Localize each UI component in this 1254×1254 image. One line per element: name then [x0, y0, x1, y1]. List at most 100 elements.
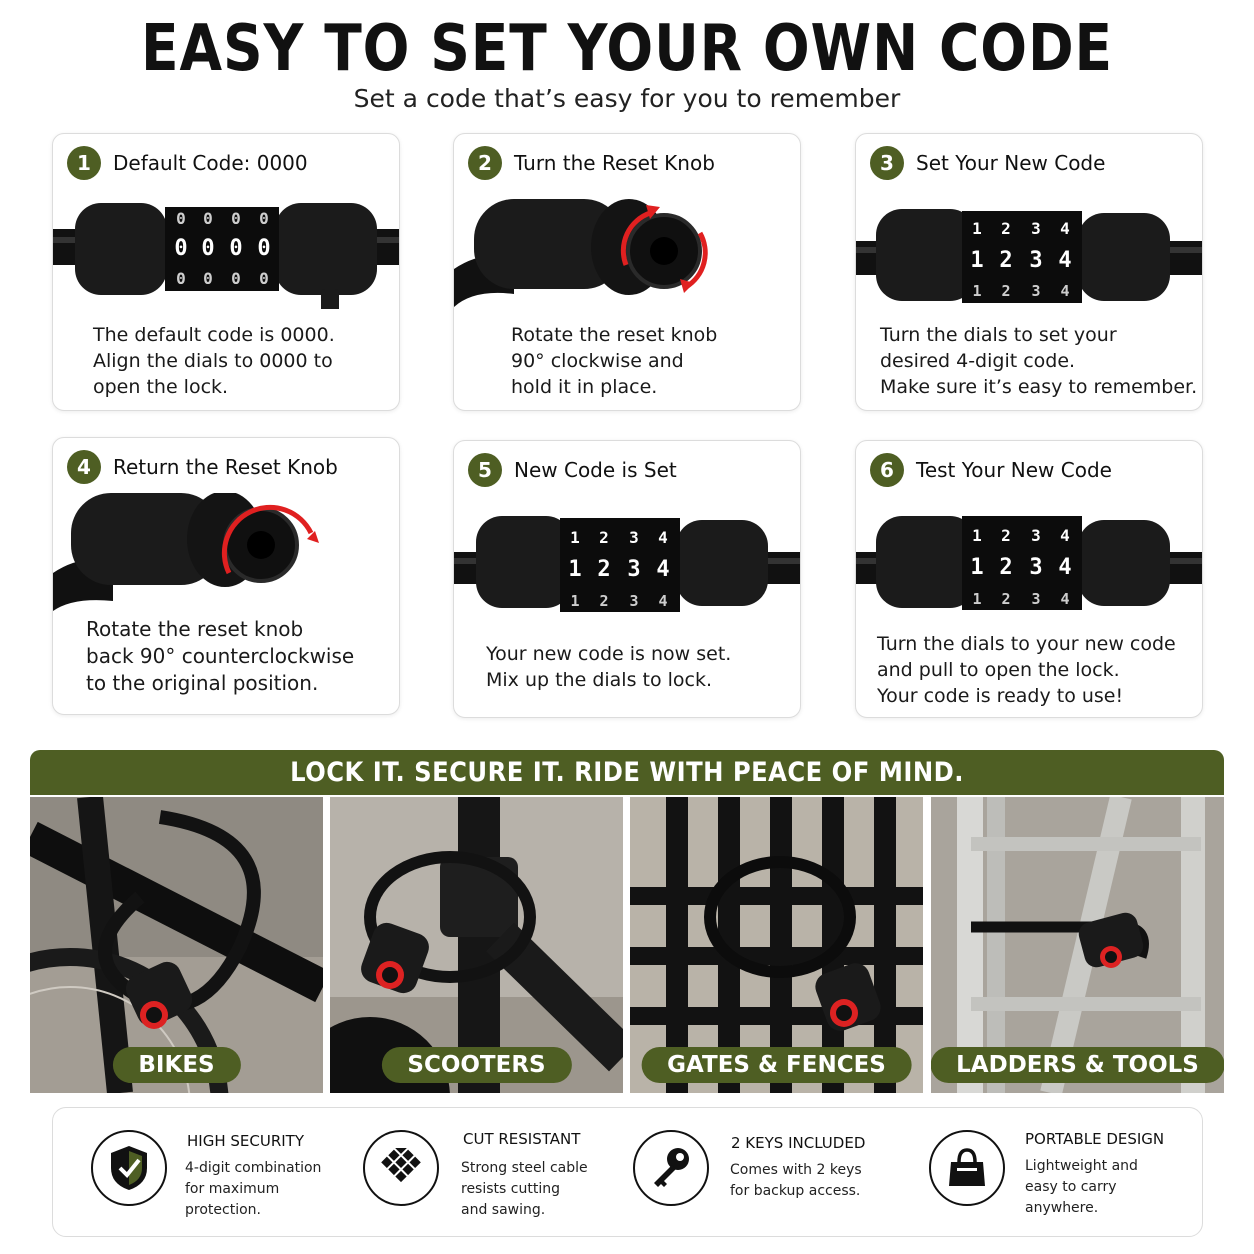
- step-description: Turn the dials to set your desired 4-dig…: [880, 324, 1198, 398]
- dial-digit: 3: [1029, 248, 1042, 273]
- step-number-badge: 4: [67, 450, 101, 484]
- step-card-3: 3 Set Your New Code 1 2 3 4 1 2 3 4 1 2 …: [855, 133, 1203, 411]
- step-description: Rotate the reset knob 90° clockwise and …: [511, 324, 718, 398]
- use-photo-ladders: LADDERS & TOOLS: [931, 797, 1224, 1093]
- dial-digit: 2: [999, 248, 1012, 273]
- dial-digit: 0: [257, 236, 270, 261]
- gate-lock-photo: [630, 797, 923, 1093]
- feature-cut-resistant: CUT RESISTANT Strong steel cable resists…: [363, 1108, 623, 1238]
- dial-digit: 4: [658, 528, 668, 547]
- feature-portable-design: PORTABLE DESIGN Lightweight and easy to …: [929, 1108, 1189, 1238]
- step-card-4: 4 Return the Reset Knob Rotate the reset…: [52, 437, 400, 715]
- feature-title: PORTABLE DESIGN: [1025, 1130, 1165, 1148]
- step-number-badge: 1: [67, 146, 101, 180]
- dial-digit: 1: [568, 557, 581, 582]
- dial-digit: 3: [629, 592, 638, 610]
- dial-digit: 1: [972, 590, 981, 608]
- step-number-badge: 2: [468, 146, 502, 180]
- feature-title: CUT RESISTANT: [463, 1130, 581, 1148]
- step-header: 3 Set Your New Code: [870, 146, 1105, 180]
- dial-digit: 3: [1031, 590, 1040, 608]
- step-header: 2 Turn the Reset Knob: [468, 146, 715, 180]
- step-header: 4 Return the Reset Knob: [67, 450, 338, 484]
- step-number-badge: 5: [468, 453, 502, 487]
- step-description: Rotate the reset knob back 90° countercl…: [86, 617, 355, 695]
- dial-digit: 2: [1001, 590, 1010, 608]
- dial-digit: 2: [1001, 282, 1010, 300]
- step-number-badge: 3: [870, 146, 904, 180]
- features-strip: HIGH SECURITY 4-digit combination for ma…: [52, 1107, 1203, 1237]
- step-description: The default code is 0000. Align the dial…: [93, 324, 335, 398]
- dial-digit: 4: [658, 592, 667, 610]
- dial-digit: 3: [1031, 219, 1041, 238]
- use-photo-scooters: SCOOTERS: [330, 797, 623, 1093]
- step-title: Set Your New Code: [916, 151, 1106, 175]
- combination-lock-image: 0 0 0 0 0 0 0 0 0 0 0 0: [53, 203, 399, 309]
- feature-description: 4-digit combination for maximum protecti…: [185, 1160, 322, 1218]
- dial-digit: 0: [176, 269, 186, 288]
- reset-knob-image: [454, 199, 708, 307]
- dial-digit: 1: [970, 555, 983, 580]
- use-label: GATES & FENCES: [641, 1047, 912, 1083]
- dial-digit: 1: [972, 526, 982, 545]
- diamond-mesh-icon: [363, 1130, 439, 1206]
- dial-digit: 4: [1060, 282, 1069, 300]
- dial-digit: 0: [259, 269, 269, 288]
- step-card-6: 6 Test Your New Code 1 2 3 4 1 2 3 4 1 2…: [855, 440, 1203, 718]
- dial-digit: 2: [1001, 219, 1011, 238]
- dial-digit: 1: [972, 282, 981, 300]
- use-photo-gates: GATES & FENCES: [630, 797, 923, 1093]
- key-icon: [633, 1130, 709, 1206]
- dial-digit: 2: [599, 528, 609, 547]
- ladder-lock-photo: [931, 797, 1224, 1093]
- step-header: 1 Default Code: 0000: [67, 146, 308, 180]
- dial-digit: 0: [203, 269, 213, 288]
- dial-digit: 1: [970, 248, 983, 273]
- use-photo-bikes: BIKES: [30, 797, 323, 1093]
- use-label: LADDERS & TOOLS: [931, 1047, 1224, 1083]
- feature-title: 2 KEYS INCLUDED: [731, 1134, 866, 1152]
- feature-high-security: HIGH SECURITY 4-digit combination for ma…: [91, 1108, 351, 1238]
- dial-digit: 4: [1058, 555, 1071, 580]
- dial-digit: 0: [231, 209, 241, 228]
- dial-digit: 2: [597, 557, 610, 582]
- scooter-lock-photo: [330, 797, 623, 1093]
- combination-lock-image: 1 2 3 4 1 2 3 4 1 2 3 4: [856, 516, 1202, 610]
- tagline-banner: LOCK IT. SECURE IT. RIDE WITH PEACE OF M…: [30, 750, 1224, 795]
- combination-lock-image: 1 2 3 4 1 2 3 4 1 2 3 4: [856, 209, 1202, 303]
- use-label: SCOOTERS: [381, 1047, 572, 1083]
- feature-description: Strong steel cable resists cutting and s…: [461, 1160, 588, 1218]
- dial-digit: 0: [176, 209, 186, 228]
- dial-digit: 4: [1058, 248, 1071, 273]
- dial-digit: 3: [1031, 282, 1040, 300]
- step-card-2: 2 Turn the Reset Knob Rotate the reset k…: [453, 133, 801, 411]
- dial-digit: 4: [1060, 219, 1070, 238]
- step-header: 6 Test Your New Code: [870, 453, 1112, 487]
- step-description: Your new code is now set. Mix up the dia…: [486, 643, 732, 691]
- dial-digit: 3: [1029, 555, 1042, 580]
- step-title: Return the Reset Knob: [113, 455, 338, 479]
- step-header: 5 New Code is Set: [468, 453, 677, 487]
- dial-digit: 3: [1031, 526, 1041, 545]
- dial-digit: 3: [629, 528, 639, 547]
- dial-digit: 0: [201, 236, 214, 261]
- page-subtitle: Set a code that’s easy for you to rememb…: [353, 84, 901, 113]
- feature-description: Comes with 2 keys for backup access.: [730, 1162, 862, 1199]
- dial-digit: 0: [174, 236, 187, 261]
- step-title: New Code is Set: [514, 458, 677, 482]
- dial-digit: 1: [570, 528, 580, 547]
- dial-digit: 2: [599, 592, 608, 610]
- dial-digit: 2: [999, 555, 1012, 580]
- dial-digit: 0: [229, 236, 242, 261]
- tagline-text: LOCK IT. SECURE IT. RIDE WITH PEACE OF M…: [290, 757, 964, 788]
- step-card-5: 5 New Code is Set 1 2 3 4 1 2 3 4 1 2 3 …: [453, 440, 801, 718]
- reset-knob-image: [53, 493, 319, 611]
- bag-icon: [929, 1130, 1005, 1206]
- shield-check-icon: [91, 1130, 167, 1206]
- feature-title: HIGH SECURITY: [187, 1132, 304, 1150]
- step-description: Turn the dials to your new code and pull…: [877, 633, 1176, 707]
- step-card-1: 1 Default Code: 0000 0 0 0 0 0 0 0 0 0 0…: [52, 133, 400, 411]
- dial-digit: 2: [1001, 526, 1011, 545]
- dial-digit: 0: [231, 269, 241, 288]
- step-title: Default Code: 0000: [113, 151, 308, 175]
